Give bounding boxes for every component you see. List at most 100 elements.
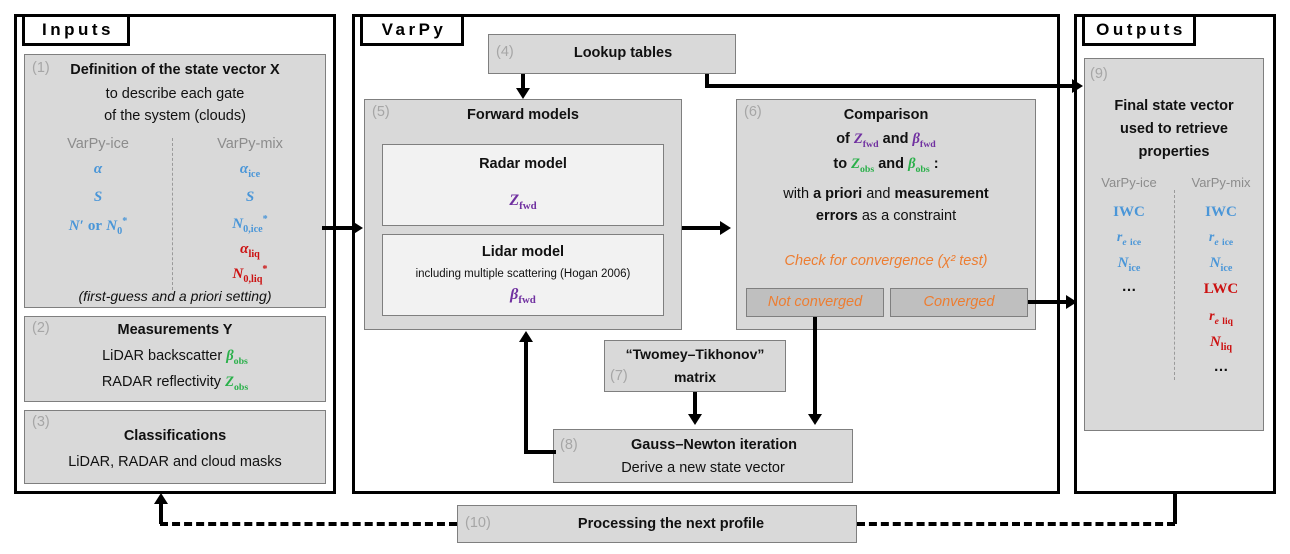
final-state-right-iwc: IWC [1205,204,1237,220]
final-state-left-re-ice: re ice [1116,230,1142,248]
final-state-right-re-liq: re liq [1209,309,1233,327]
state-vector-left-alpha: α [93,161,103,177]
comparison-beta-fwd: βfwd [912,131,936,150]
comparison-constraint-pre: with [783,186,814,202]
panel-inputs-title: Inputs [22,14,130,46]
state-vector-left-n: N′ or N0* [68,216,128,237]
box-next-profile-title: Processing the next profile [577,516,765,532]
final-state-title-l3: properties [1138,144,1210,160]
connector-converged-to-outputs-line [1028,300,1070,304]
final-state-col-right-header: VarPy-mix [1191,175,1251,190]
box-gauss-newton [553,429,853,483]
panel-varpy-title-label: VarPy [381,20,447,39]
box-converged[interactable] [890,288,1028,317]
box-gauss-newton-tag: (8) [560,437,578,453]
final-state-column-divider [1174,190,1175,380]
box-forward-models-title: Forward models [467,107,579,123]
final-state-left-iwc: IWC [1113,204,1145,220]
connector-next-profile-dashed-right [857,522,1175,526]
box-final-state-vector-tag: (9) [1090,66,1108,82]
state-vector-col-left-header: VarPy-ice [67,136,129,152]
measurements-radar-line: RADAR reflectivity Zobs [24,374,326,394]
connector-lookup-to-outputs-arrow [1072,79,1083,93]
final-state-left-n-ice: Nice [1117,255,1141,274]
comparison-constraint-mid: and [862,186,895,202]
panel-inputs-title-label: Inputs [42,20,114,39]
panel-outputs-title: Outputs [1082,14,1196,46]
connector-lookup-to-forward-arrow [516,88,530,99]
connector-next-profile-dashed-left [160,522,457,526]
comparison-measurement: measurement [894,186,989,202]
box-gauss-newton-subtitle: Derive a new state vector [621,460,785,476]
box-lidar-model-note: including multiple scattering (Hogan 200… [415,268,631,280]
connector-twomey-to-gauss-line [693,392,697,417]
box-next-profile-tag: (10) [465,515,491,531]
comparison-convergence-note: Check for convergence (χ² test) [784,253,988,269]
state-vector-right-n0-liq: N0,liq* [232,264,268,285]
final-state-right-lwc: LWC [1203,281,1239,297]
box-radar-model [382,144,664,226]
panel-outputs-title-label: Outputs [1096,20,1186,39]
box-classifications [24,410,326,484]
lidar-model-symbol: βfwd [510,286,536,307]
box-measurements [24,316,326,402]
comparison-obs-line: to Zobs and βobs : [736,156,1036,176]
connector-next-profile-arrow [154,493,168,504]
state-vector-footer: (first-guess and a priori setting) [78,288,272,304]
state-vector-column-divider [172,138,173,290]
measurements-z-obs: Zobs [225,374,249,393]
comparison-z-obs: Zobs [851,156,875,175]
box-next-profile [457,505,857,543]
connector-forward-to-comparison-line [682,226,722,230]
connector-notconverged-to-gauss-line [813,317,817,417]
box-gauss-newton-title: Gauss–Newton iteration [631,437,797,453]
connector-gauss-to-forward-vertical [524,342,528,454]
box-lookup-tables-title: Lookup tables [573,45,673,61]
state-vector-right-alpha-liq: αliq [240,241,260,260]
connector-lookup-to-outputs-line [705,84,1077,88]
box-state-vector-tag: (1) [32,60,50,76]
state-vector-col-right-header: VarPy-mix [217,136,283,152]
comparison-and-2: and [874,156,909,172]
box-state-vector-title: Definition of the state vector X [70,62,280,78]
box-state-vector [24,54,326,308]
box-comparison-title: Comparison [843,107,929,123]
connector-inputs-to-forward-line [322,226,356,230]
box-comparison-tag: (6) [744,104,762,120]
comparison-to-label: to [833,156,852,172]
state-vector-right-alpha-ice: αice [239,161,261,180]
comparison-and-1: and [878,131,913,147]
box-measurements-tag: (2) [32,320,50,336]
final-state-title-l1: Final state vector [1114,98,1234,114]
connector-next-profile-up-line [159,503,163,524]
connector-lookup-to-outputs-stub [705,74,709,86]
connector-converged-to-outputs-arrow [1066,295,1077,309]
final-state-right-ellipsis: … [1213,358,1229,375]
connector-forward-to-comparison-arrow [720,221,731,235]
box-twomey-tikhonov-tag: (7) [610,368,628,384]
radar-model-symbol: Zfwd [509,192,537,213]
connector-inputs-to-forward-arrow [352,221,363,235]
final-state-title-l2: used to retrieve [1120,121,1228,137]
comparison-constraint-line1: with a priori and measurement [736,186,1036,204]
measurements-beta-obs: βobs [226,348,248,367]
measurements-radar-label: RADAR reflectivity [101,374,226,390]
comparison-constraint-post: as a constraint [857,208,957,224]
box-lidar-model-title: Lidar model [481,244,565,260]
box-twomey-tikhonov-line1: “Twomey–Tikhonov” [625,346,765,362]
box-lookup-tables-tag: (4) [496,44,514,60]
final-state-right-n-ice: Nice [1209,255,1233,274]
measurements-lidar-line: LiDAR backscatter βobs [24,348,326,368]
box-forward-models-tag: (5) [372,104,390,120]
box-not-converged[interactable] [746,288,884,317]
measurements-lidar-label: LiDAR backscatter [102,348,227,364]
connector-outputs-down-line [1173,494,1177,524]
connector-twomey-to-gauss-arrow [688,414,702,425]
final-state-left-ellipsis: … [1121,278,1137,295]
connector-notconverged-to-gauss-arrow [808,414,822,425]
box-classifications-line1: LiDAR, RADAR and cloud masks [68,454,282,470]
comparison-constraint-line2: errors as a constraint [736,208,1036,226]
box-state-vector-line2: to describe each gate [105,86,245,102]
box-twomey-tikhonov-line2: matrix [673,369,717,385]
